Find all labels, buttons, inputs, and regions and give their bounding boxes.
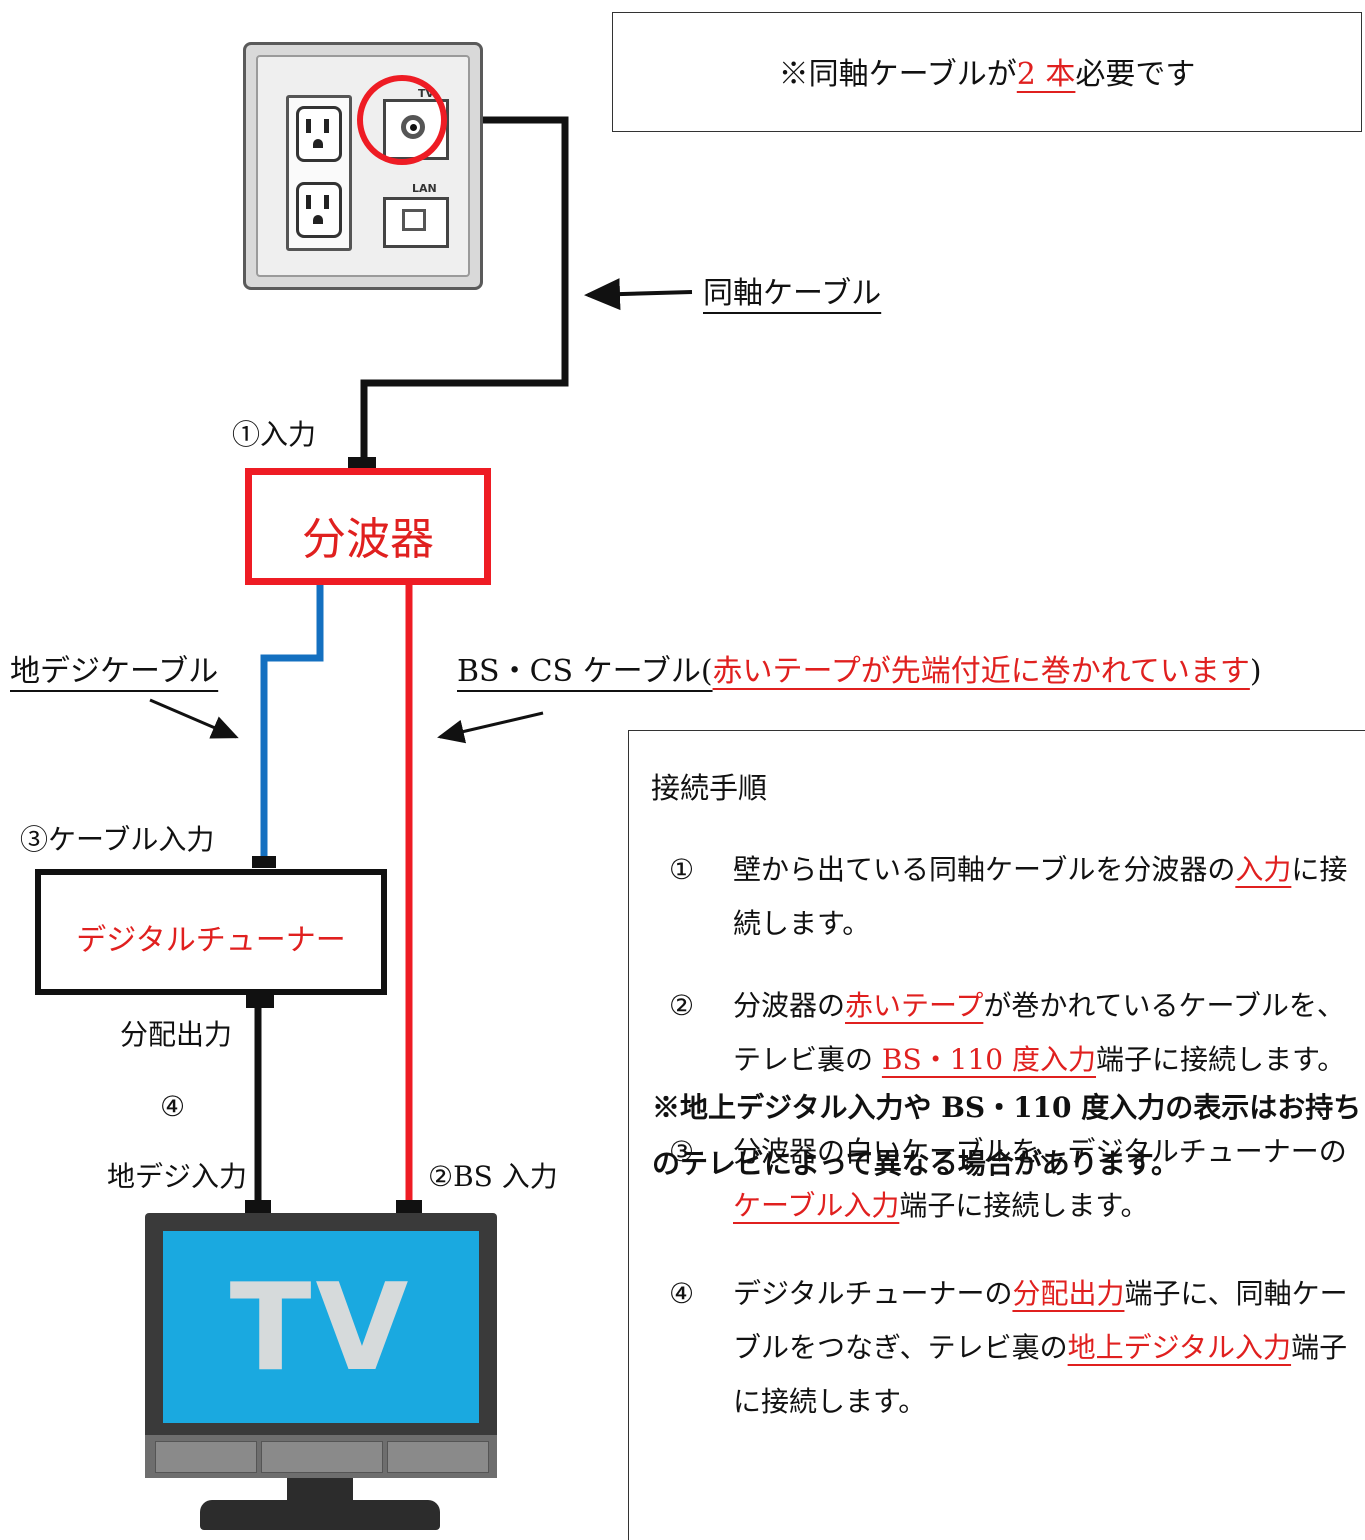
cable-input-3-label: ③ケーブル入力 bbox=[20, 823, 215, 856]
bs-input-2-label: ②BS 入力 bbox=[428, 1160, 558, 1193]
terrestrial-input-label: 地デジ入力 bbox=[107, 1160, 248, 1193]
step-4-marker: ④ bbox=[160, 1090, 186, 1123]
lan-jack-icon bbox=[383, 197, 449, 248]
note-highlight: 2 本 bbox=[1016, 57, 1076, 92]
step-highlight: 入力 bbox=[1235, 853, 1292, 886]
coax-cable-label: 同軸ケーブル bbox=[703, 276, 882, 311]
procedure-note: ※地上デジタル入力や BS・110 度入力の表示はお持ちのテレビによって異なる場… bbox=[652, 1091, 1362, 1180]
bscs-cable-close: ) bbox=[1249, 654, 1262, 689]
procedure-box: 接続手順 ① 壁から出ている同軸ケーブルを分波器の入力に接続します。 ② 分波器… bbox=[628, 730, 1365, 1540]
note-prefix: ※同軸ケーブルが bbox=[778, 57, 1017, 92]
tv-stand-base bbox=[200, 1500, 440, 1530]
tv-bs-connector bbox=[396, 1200, 422, 1214]
bscs-cable-label: BS・CS ケーブル(赤いテープが先端付近に巻かれています) bbox=[457, 654, 1262, 690]
digital-tuner-box: デジタルチューナー bbox=[35, 869, 387, 995]
step-highlight: 分配出力 bbox=[1012, 1277, 1125, 1310]
input-1-label: ①入力 bbox=[232, 418, 317, 451]
step-text: 分波器の白いケーブルを、デジタルチューナーの bbox=[733, 1135, 1347, 1168]
bscs-cable-note: 赤いテープが先端付近に巻かれています bbox=[712, 654, 1250, 689]
tv-jack-highlight-circle bbox=[357, 75, 447, 165]
distribution-output-label: 分配出力 bbox=[120, 1018, 233, 1051]
step-number: ④ bbox=[669, 1277, 695, 1310]
step-text: デジタルチューナーの bbox=[733, 1277, 1013, 1310]
coax-cable-wire bbox=[360, 116, 569, 462]
cable-count-note: ※同軸ケーブルが2 本必要です bbox=[613, 49, 1361, 93]
step-text: 分波器の bbox=[733, 989, 846, 1022]
bscs-arrow bbox=[437, 711, 544, 744]
step-text: 壁から出ている同軸ケーブルを分波器の bbox=[733, 853, 1236, 886]
tuner-input-connector bbox=[252, 856, 276, 868]
step-text: に接続します。 bbox=[733, 853, 1348, 940]
step-highlight: BS・110 度入力 bbox=[881, 1043, 1097, 1076]
coax-arrow bbox=[584, 278, 693, 311]
step-text: が巻かれているケーブルを、テレビ裏の bbox=[733, 989, 1345, 1076]
power-socket-icon bbox=[296, 106, 342, 162]
power-socket-plate bbox=[286, 95, 352, 251]
procedure-step-2: ② 分波器の赤いテープが巻かれているケーブルを、テレビ裏の BS・110 度入力… bbox=[669, 979, 1349, 1087]
procedure-step-3: ③ 分波器の白いケーブルを、デジタルチューナーのケーブル入力端子に接続します。 bbox=[669, 1125, 1349, 1233]
note-suffix: 必要です bbox=[1075, 57, 1196, 92]
tv-stand-neck bbox=[287, 1478, 353, 1502]
step-highlight: ケーブル入力 bbox=[733, 1189, 900, 1222]
step-text: 端子に接続します。 bbox=[1096, 1043, 1346, 1076]
splitter-label: 分波器 bbox=[302, 514, 434, 565]
terrestrial-arrow bbox=[149, 698, 239, 739]
step-number: ② bbox=[669, 989, 695, 1022]
bscs-cable-name: BS・CS ケーブル( bbox=[457, 654, 713, 689]
digital-tuner-label: デジタルチューナー bbox=[76, 923, 346, 958]
tuner-output-connector bbox=[246, 994, 274, 1008]
tv-screen: TV bbox=[163, 1231, 479, 1423]
power-socket-icon bbox=[296, 182, 342, 238]
step-text: 端子に接続します。 bbox=[733, 1331, 1348, 1418]
step-highlight: 赤いテープ bbox=[845, 989, 984, 1022]
terrestrial-cable-wire bbox=[260, 585, 324, 862]
wall-outlet: TV LAN bbox=[243, 42, 483, 290]
tv-screen-logo: TV bbox=[229, 1259, 413, 1398]
step-number: ③ bbox=[669, 1135, 695, 1168]
cable-count-note-box: ※同軸ケーブルが2 本必要です bbox=[612, 12, 1362, 132]
step-number: ① bbox=[669, 853, 695, 886]
splitter-input-connector bbox=[348, 457, 376, 469]
lan-jack-label: LAN bbox=[412, 182, 437, 195]
step-highlight: 地上デジタル入力 bbox=[1067, 1331, 1292, 1364]
step-text: 端子に接続します。 bbox=[899, 1189, 1149, 1222]
television-icon: TV bbox=[145, 1213, 497, 1478]
terrestrial-cable-label: 地デジケーブル bbox=[10, 654, 219, 689]
procedure-step-4: ④ デジタルチューナーの分配出力端子に、同軸ケーブルをつなぎ、テレビ裏の地上デジ… bbox=[669, 1267, 1349, 1429]
splitter-box: 分波器 bbox=[245, 468, 491, 585]
outlet-inner-plate: TV LAN bbox=[256, 55, 470, 277]
tv-bezel bbox=[145, 1435, 497, 1478]
tv-terrestrial-connector bbox=[245, 1200, 271, 1214]
step-text: 端子に、同軸ケーブルをつなぎ、テレビ裏の bbox=[733, 1277, 1348, 1364]
procedure-title: 接続手順 bbox=[651, 771, 768, 805]
procedure-step-1: ① 壁から出ている同軸ケーブルを分波器の入力に接続します。 bbox=[669, 843, 1349, 951]
